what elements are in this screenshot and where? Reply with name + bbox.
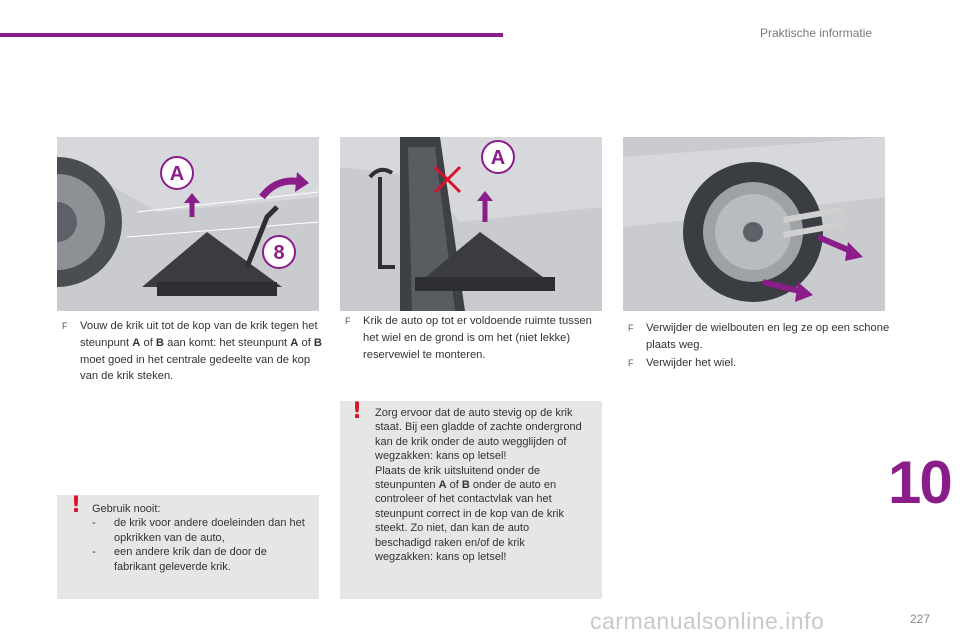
chapter-number: 10 [888,449,953,516]
warning-item: - een andere krik dan de door de fabrika… [92,546,267,573]
warning-text: Plaats de krik uitsluitend onder de steu… [375,464,564,564]
support-point-b: B [313,336,322,349]
page-number: 227 [910,612,931,626]
warning-intro: Gebruik nooit: [92,503,161,515]
bullet-marker: F [62,321,68,331]
remove-wheel-illustration [623,137,885,311]
section-title: Praktische informatie [760,26,873,40]
warning-never-use: ! Gebruik nooit: - de krik voor andere d… [57,493,319,599]
jack-under-sill-illustration: A 8 [57,137,319,311]
support-point-a: A [290,336,299,349]
accent-bar [0,33,503,37]
warning-icon: ! [352,399,363,424]
warning-item: - de krik voor andere doeleinden dan het… [92,517,305,544]
bullet-marker: F [345,316,351,326]
bullet-marker: F [628,357,634,368]
watermark: carmanualsonline.info [590,608,825,634]
warning-stability: ! Zorg ervoor dat de auto stevig op de k… [340,399,602,599]
instruction-remove-wheel: F Verwijder de wielbouten en leg ze op e… [628,320,890,372]
warning-icon: ! [71,493,82,518]
label-a: A [170,163,184,185]
bullet-marker: F [628,323,634,333]
instruction-unfold-jack: F Vouw de krik uit tot de kop van de kri… [62,320,322,383]
warning-text: Zorg ervoor dat de auto stevig op de kri… [375,407,582,463]
support-point-b: B [155,336,164,349]
label-b: 8 [273,242,284,264]
instruction-raise-car: F Krik de auto op tot er voldoende ruimt… [345,315,592,361]
label-a: A [491,147,505,169]
raise-car-illustration: A [340,137,602,311]
support-point-a: A [132,336,141,349]
